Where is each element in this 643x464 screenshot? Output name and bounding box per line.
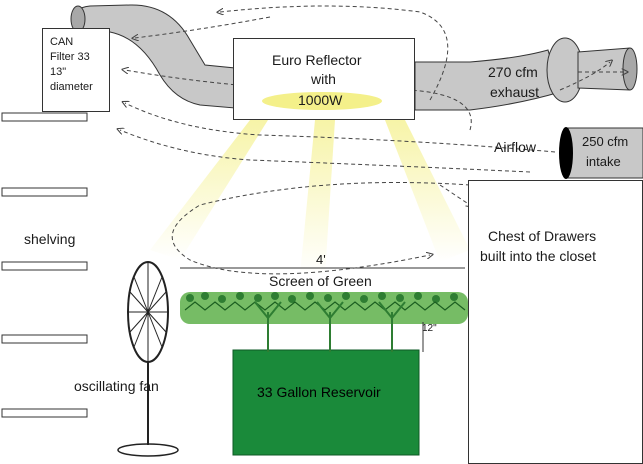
width-label: 4' bbox=[316, 252, 326, 267]
reflector-label-2: with bbox=[311, 71, 336, 87]
exhaust-fan-rim bbox=[622, 47, 638, 91]
intake-label-2: intake bbox=[586, 154, 621, 169]
shelving-label: shelving bbox=[24, 231, 76, 247]
can-filter-box bbox=[42, 28, 110, 112]
chest-label-2: built into the closet bbox=[480, 248, 596, 264]
airflow-paths bbox=[120, 5, 625, 275]
intake-fan-face bbox=[559, 127, 573, 179]
oscillating-fan bbox=[117, 261, 179, 457]
bulb-glow bbox=[262, 92, 382, 110]
fan-label: oscillating fan bbox=[74, 378, 159, 394]
shelving bbox=[1, 112, 88, 418]
can-filter-label-3: 13" bbox=[50, 66, 67, 78]
can-filter-label-4: diameter bbox=[50, 81, 93, 93]
canopy-foliage bbox=[180, 292, 468, 352]
light-beams bbox=[150, 120, 470, 275]
height-label: 12" bbox=[422, 323, 437, 334]
exhaust-label-1: 270 cfm bbox=[488, 64, 538, 80]
reservoir bbox=[232, 349, 420, 456]
intake-label-1: 250 cfm bbox=[582, 134, 629, 149]
reservoir-label: 33 Gallon Reservoir bbox=[257, 384, 381, 400]
exhaust-label-2: exhaust bbox=[490, 84, 540, 100]
chest-of-drawers bbox=[468, 180, 643, 464]
can-filter-label-1: CAN bbox=[50, 36, 74, 48]
chest-label-1: Chest of Drawers bbox=[488, 228, 597, 244]
reflector-label-1: Euro Reflector bbox=[272, 52, 362, 68]
exhaust-duct bbox=[414, 49, 561, 111]
can-filter-label-2: Filter 33 bbox=[50, 51, 90, 63]
airflow-label: Airflow bbox=[494, 139, 537, 155]
scrog-label: Screen of Green bbox=[269, 273, 372, 289]
reflector-label-3: 1000W bbox=[298, 92, 343, 108]
